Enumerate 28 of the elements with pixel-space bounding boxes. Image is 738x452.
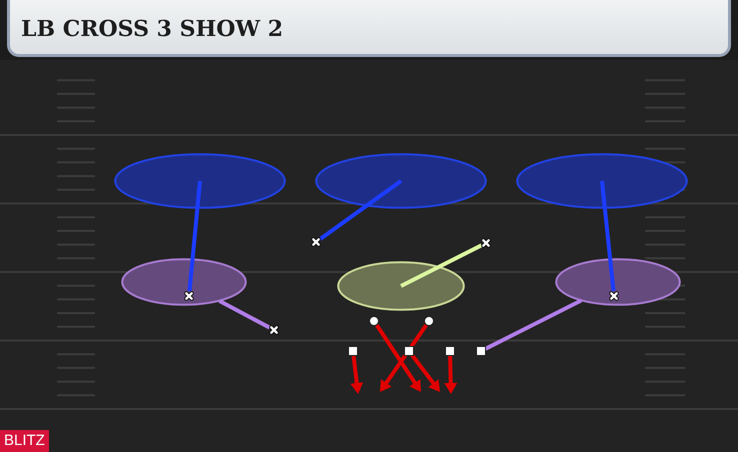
coverage-zone: [555, 258, 681, 306]
play-title: LB CROSS 3 SHOW 2: [21, 16, 284, 42]
coverage-zone: [516, 153, 688, 209]
assignment-line: [318, 179, 402, 241]
coverage-zone: [315, 153, 487, 209]
coverage-zone: [337, 261, 465, 311]
square-marker: [404, 346, 414, 356]
x-marker: [184, 291, 194, 301]
square-marker: [445, 346, 455, 356]
route-arrow: [380, 324, 428, 392]
route-arrow: [375, 324, 421, 392]
assignment-line: [188, 180, 202, 292]
route-arrow: [410, 354, 440, 392]
x-marker: [311, 237, 321, 247]
x-marker: [481, 238, 491, 248]
assignment-line: [600, 180, 616, 292]
route-arrow: [444, 356, 458, 394]
square-marker: [348, 346, 358, 356]
assignment-line: [218, 299, 271, 330]
coverage-zone: [121, 258, 247, 306]
assignment-line: [400, 244, 482, 288]
assignment-line: [484, 298, 582, 351]
play-type-label: BLITZ: [0, 430, 49, 452]
x-marker: [269, 325, 279, 335]
route-arrow: [350, 356, 364, 394]
square-marker: [476, 346, 486, 356]
coverage-zone: [114, 153, 286, 209]
x-marker: [609, 291, 619, 301]
